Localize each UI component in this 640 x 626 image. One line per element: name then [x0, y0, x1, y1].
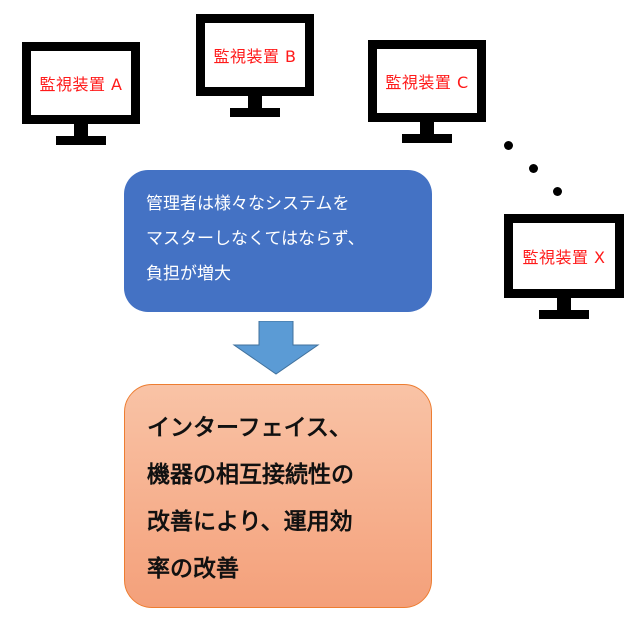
down-arrow-icon — [232, 321, 320, 375]
monitor-a-label: 監視装置 A — [39, 75, 123, 94]
ellipsis-dot — [553, 187, 562, 196]
solution-line: インターフェイス、 — [147, 415, 352, 441]
monitor-c-stand-base — [402, 134, 452, 143]
monitor-b-stand-base — [230, 108, 280, 117]
monitor-b: 監視装置 B — [196, 14, 314, 124]
monitor-a: 監視装置 A — [22, 42, 140, 152]
monitor-x: 監視装置 X — [504, 214, 624, 324]
monitor-b-stand-neck — [248, 96, 262, 108]
monitor-c-label: 監視装置 C — [385, 73, 469, 92]
solution-line: 機器の相互接続性の — [147, 462, 354, 488]
monitor-x-stand-base — [539, 310, 589, 319]
monitor-b-screen: 監視装置 B — [196, 14, 314, 96]
monitor-b-label: 監視装置 B — [213, 47, 297, 66]
solution-line: 改善により、運用効 — [147, 509, 353, 535]
problem-line: 管理者は様々なシステムを — [146, 194, 350, 214]
ellipsis-dot — [504, 141, 513, 150]
monitor-a-stand-neck — [74, 124, 88, 136]
monitor-a-stand-base — [56, 136, 106, 145]
monitor-c: 監視装置 C — [368, 40, 486, 150]
monitor-c-screen: 監視装置 C — [368, 40, 486, 122]
problem-line: 負担が増大 — [146, 264, 231, 284]
problem-line: マスターしなくてはならず、 — [146, 229, 365, 249]
ellipsis-dot — [529, 164, 538, 173]
monitor-x-stand-neck — [557, 298, 571, 310]
monitor-a-screen: 監視装置 A — [22, 42, 140, 124]
monitor-x-screen: 監視装置 X — [504, 214, 624, 298]
solution-box: インターフェイス、 機器の相互接続性の 改善により、運用効 率の改善 — [124, 384, 432, 608]
problem-box: 管理者は様々なシステムを マスターしなくてはならず、 負担が増大 — [124, 170, 432, 312]
monitor-x-label: 監視装置 X — [522, 248, 606, 267]
monitor-c-stand-neck — [420, 122, 434, 134]
solution-line: 率の改善 — [147, 556, 239, 582]
